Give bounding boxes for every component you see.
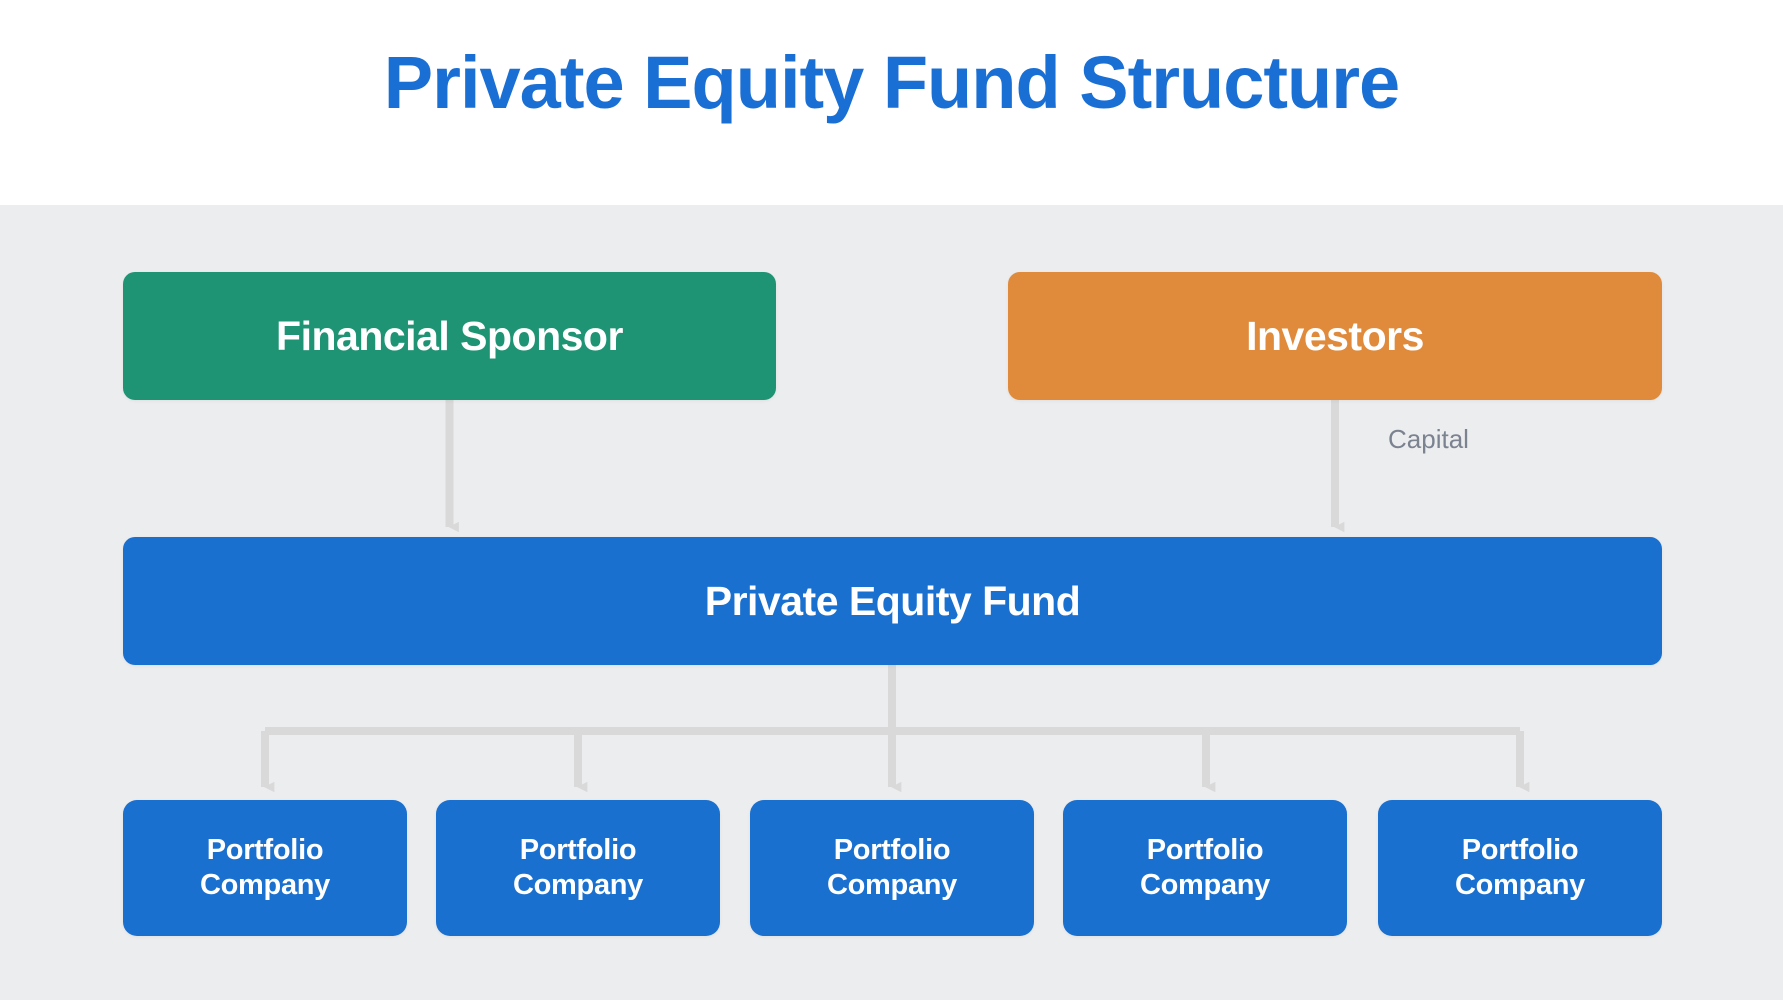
portfolio-label-line1: Portfolio [519,833,637,866]
node-investors[interactable]: Investors [1008,272,1662,400]
portfolio-label-line2: Company [199,869,331,901]
portfolio-label-line2: Company [1454,869,1586,901]
node-financial-sponsor[interactable]: Financial Sponsor [123,272,776,400]
node-portfolio-company-2[interactable]: Portfolio Company [436,800,720,936]
diagram-canvas: Capital Financial Sponsor Investors Priv… [0,205,1783,1000]
portfolio-label-line1: Portfolio [833,833,951,866]
node-financial-sponsor-label: Financial Sponsor [276,312,623,359]
node-portfolio-company-2-label: Portfolio Company [513,833,643,904]
portfolio-label-line1: Portfolio [1146,833,1264,866]
node-portfolio-company-4[interactable]: Portfolio Company [1063,800,1347,936]
edge-label-capital: Capital [1388,424,1469,454]
node-investors-label: Investors [1246,312,1424,359]
node-portfolio-company-5[interactable]: Portfolio Company [1378,800,1662,936]
portfolio-label-line2: Company [826,869,958,901]
node-portfolio-company-1[interactable]: Portfolio Company [123,800,407,936]
connector-fund-to-portfolio-bus [265,665,1520,735]
node-portfolio-company-5-label: Portfolio Company [1455,833,1585,904]
page-title: Private Equity Fund Structure [383,41,1400,124]
node-portfolio-company-3-label: Portfolio Company [827,833,957,904]
node-portfolio-company-4-label: Portfolio Company [1140,833,1270,904]
portfolio-label-line2: Company [512,869,644,901]
page-header: Private Equity Fund Structure [0,0,1783,205]
node-portfolio-company-3[interactable]: Portfolio Company [750,800,1034,936]
node-private-equity-fund[interactable]: Private Equity Fund [123,537,1662,665]
portfolio-label-line2: Company [1139,869,1271,901]
portfolio-label-line1: Portfolio [1461,833,1579,866]
node-portfolio-company-1-label: Portfolio Company [200,833,330,904]
node-private-equity-fund-label: Private Equity Fund [704,577,1081,624]
portfolio-label-line1: Portfolio [206,833,324,866]
